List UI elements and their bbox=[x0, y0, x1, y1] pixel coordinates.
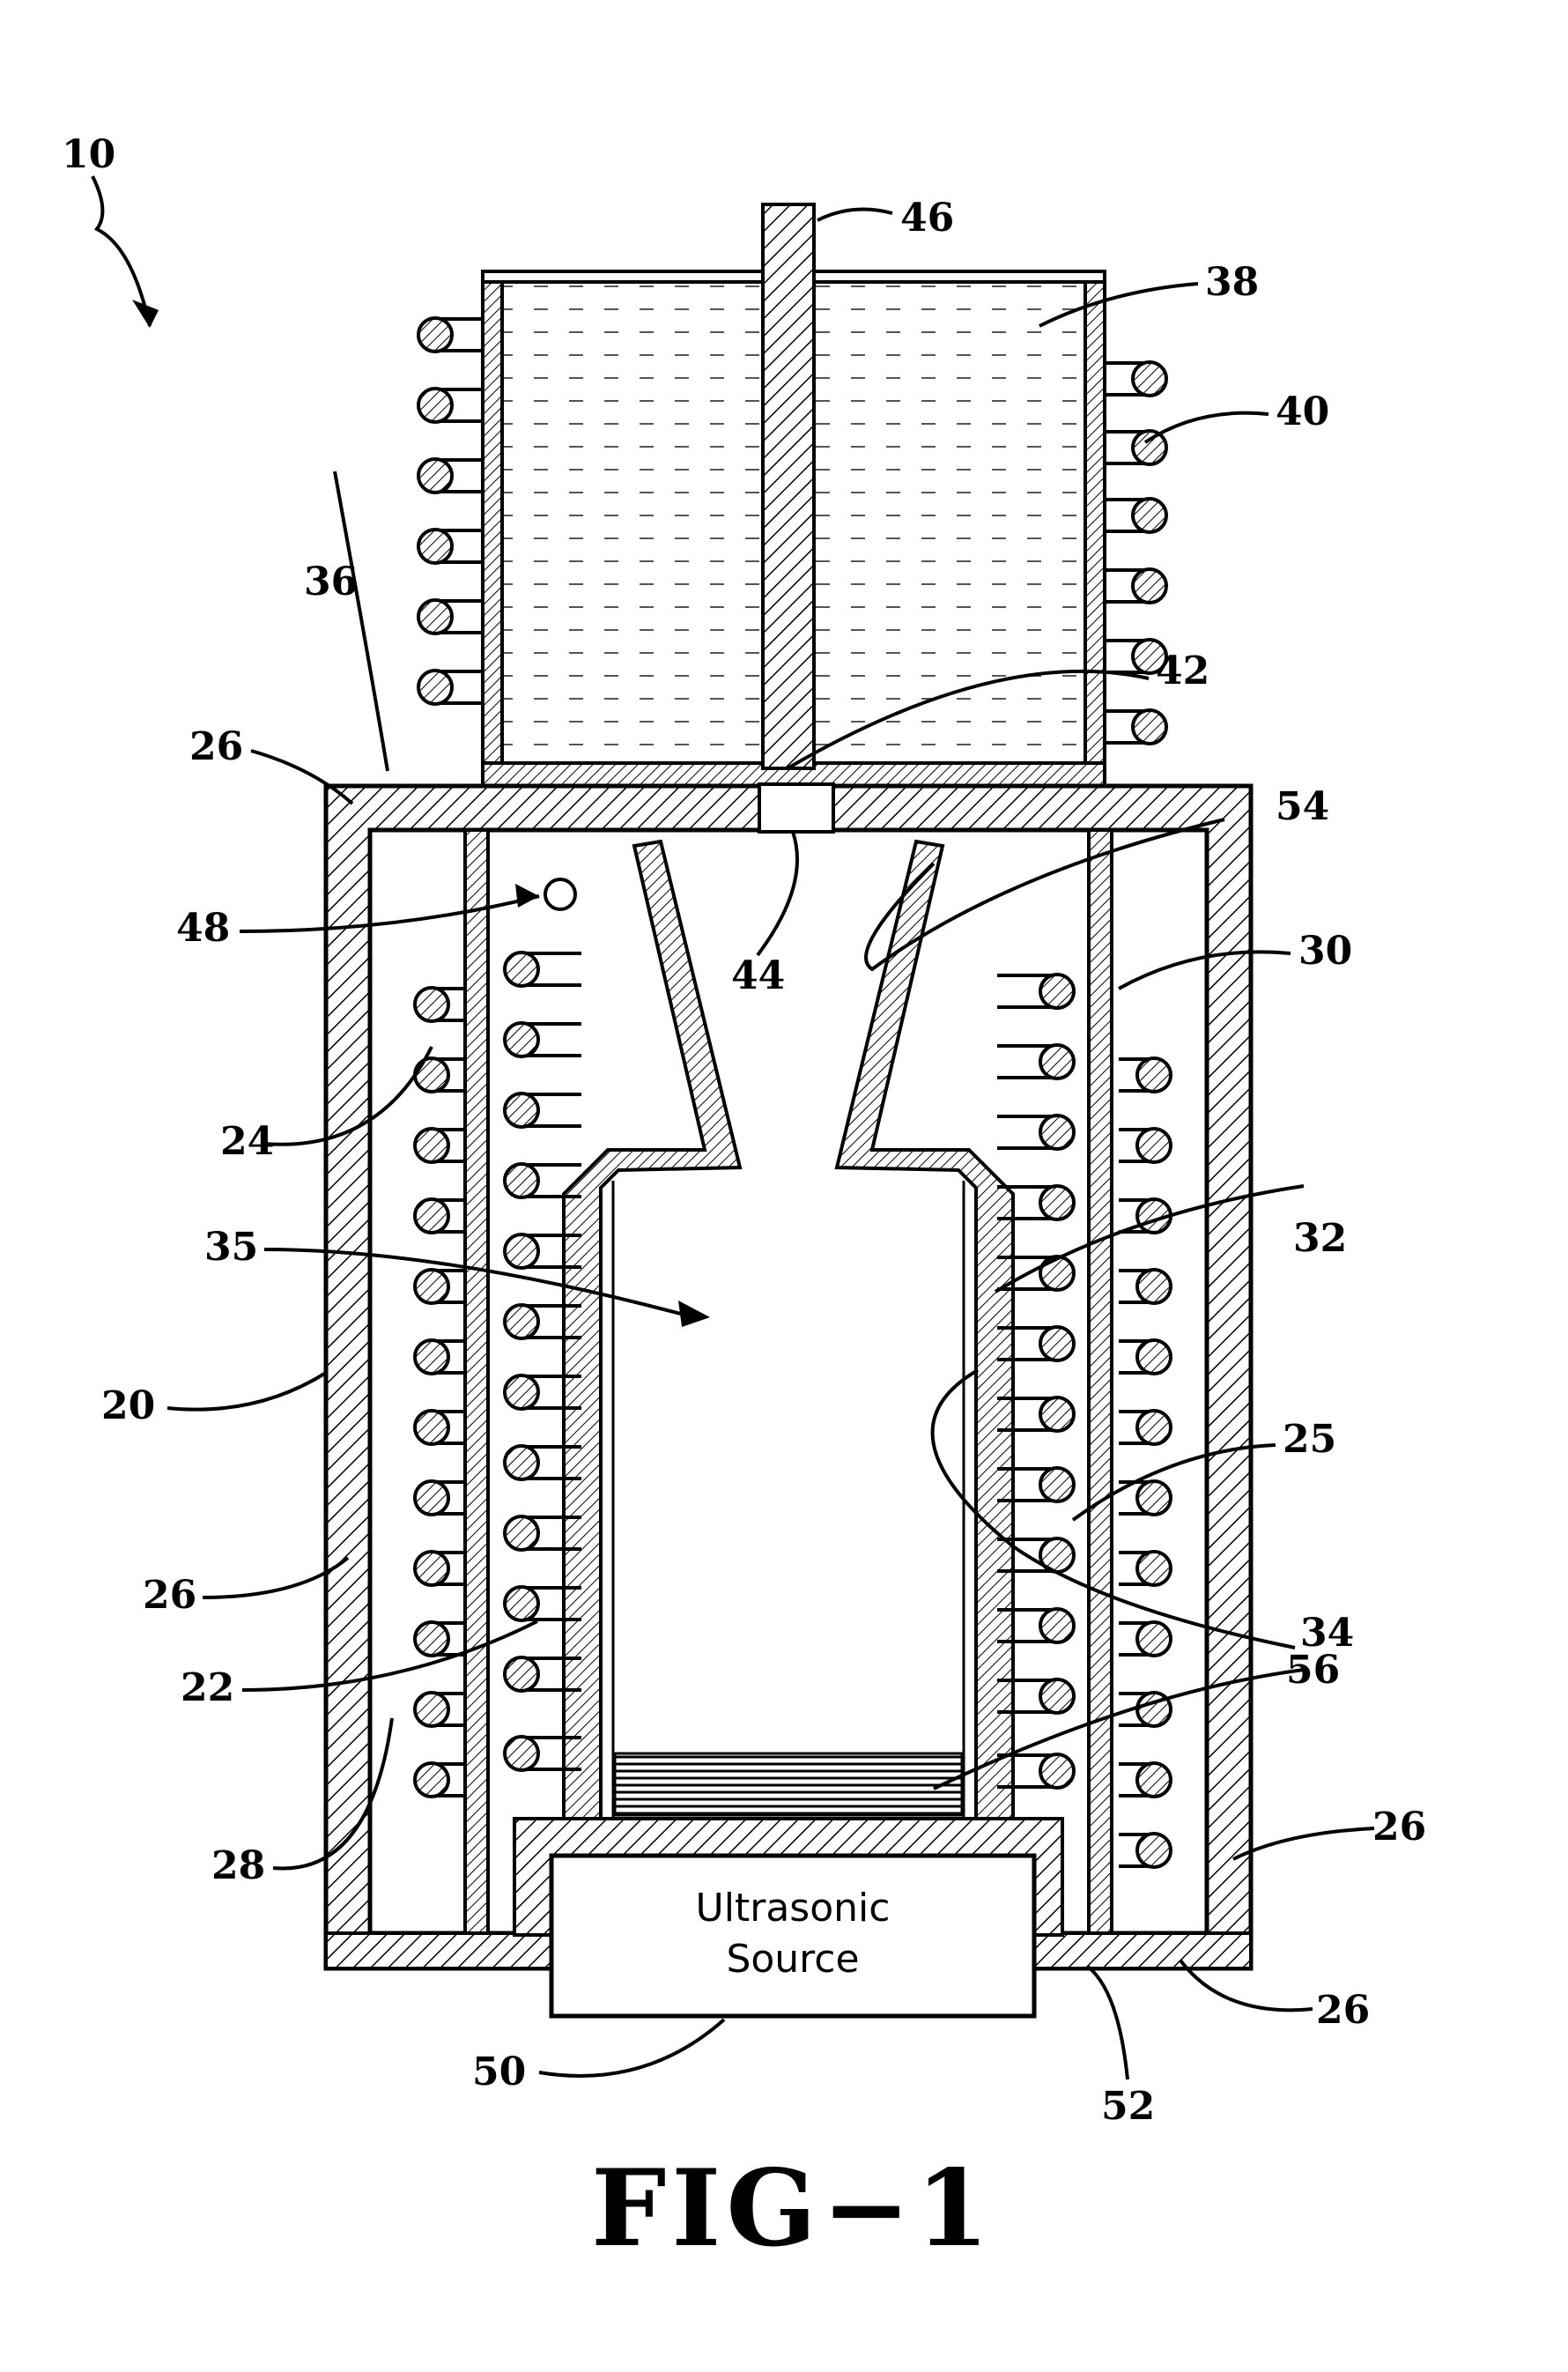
coil-turn bbox=[997, 1116, 1074, 1149]
coil-turn bbox=[415, 1552, 467, 1585]
label-56: 56 bbox=[1286, 1648, 1340, 1693]
upper-crucible-left-wall bbox=[483, 275, 502, 786]
label-48: 48 bbox=[176, 906, 230, 951]
label-46: 46 bbox=[900, 196, 954, 241]
coil-turn bbox=[418, 671, 481, 704]
outer-heating-coil-right bbox=[1119, 1058, 1171, 1867]
label-10: 10 bbox=[62, 132, 115, 177]
leader-44 bbox=[758, 832, 797, 955]
coil-turn bbox=[415, 988, 467, 1021]
label-26-left: 26 bbox=[143, 1573, 196, 1618]
coil-turn bbox=[418, 459, 481, 493]
coil-turn bbox=[1104, 569, 1166, 603]
mold-right-wall bbox=[837, 841, 1013, 1828]
coil-turn bbox=[505, 1023, 581, 1056]
leader-36 bbox=[335, 471, 388, 771]
label-50: 50 bbox=[472, 2050, 526, 2094]
coil-turn bbox=[415, 1763, 467, 1797]
upper-crucible-right-wall bbox=[1085, 275, 1105, 786]
coil-turn bbox=[1119, 1340, 1171, 1374]
orifice bbox=[759, 784, 833, 832]
coil-turn bbox=[415, 1129, 467, 1162]
label-22: 22 bbox=[181, 1665, 234, 1710]
label-38: 38 bbox=[1205, 260, 1259, 305]
mold bbox=[514, 841, 1062, 1935]
leader-20 bbox=[167, 1373, 326, 1410]
coil-turn bbox=[415, 1199, 467, 1233]
coil-turn bbox=[1104, 499, 1166, 532]
label-28: 28 bbox=[211, 1843, 265, 1888]
coil-turn bbox=[418, 389, 481, 422]
mold-left-wall bbox=[564, 841, 740, 1828]
label-26-top: 26 bbox=[189, 724, 243, 769]
coil-turn bbox=[415, 1693, 467, 1726]
ultrasonic-source-box bbox=[551, 1856, 1034, 2016]
label-44: 44 bbox=[731, 953, 785, 998]
label-25: 25 bbox=[1283, 1417, 1336, 1462]
ultrasonic-source-line-2: Source bbox=[726, 1937, 859, 1982]
label-52: 52 bbox=[1101, 2084, 1155, 2129]
coil-turn bbox=[1104, 710, 1166, 744]
leader-50 bbox=[539, 2020, 724, 2076]
solidified-layers bbox=[615, 1753, 962, 1815]
coil-turn bbox=[1119, 1270, 1171, 1303]
leader-52 bbox=[1088, 1967, 1128, 2079]
label-36: 36 bbox=[304, 560, 358, 604]
coil-turn bbox=[1119, 1129, 1171, 1162]
label-32: 32 bbox=[1293, 1216, 1347, 1261]
left-liner-tube bbox=[465, 830, 488, 1933]
label-42: 42 bbox=[1156, 649, 1209, 693]
coil-turn bbox=[418, 318, 481, 352]
figure-caption: FIG−1 bbox=[591, 2146, 995, 2271]
coil-turn bbox=[1119, 1622, 1171, 1656]
label-20: 20 bbox=[101, 1383, 155, 1428]
outer-heating-coil-left bbox=[415, 988, 467, 1797]
coil-turn bbox=[505, 953, 581, 986]
coil-turn bbox=[1119, 1411, 1171, 1444]
coil-turn bbox=[1119, 1763, 1171, 1797]
leader-46 bbox=[817, 210, 892, 221]
leader-48 bbox=[240, 896, 539, 931]
coil-turn bbox=[1119, 1834, 1171, 1867]
label-26-right: 26 bbox=[1372, 1805, 1426, 1849]
coil-turn bbox=[997, 975, 1074, 1008]
coil-turn bbox=[997, 1045, 1074, 1079]
coil-turn bbox=[1119, 1552, 1171, 1585]
coil-turn bbox=[1119, 1058, 1171, 1092]
arrow-48 bbox=[515, 884, 539, 908]
stopper-rod bbox=[763, 204, 814, 768]
coil-turn bbox=[1104, 362, 1166, 396]
right-liner-tube bbox=[1089, 830, 1112, 1933]
coil-turn bbox=[415, 1622, 467, 1656]
label-24: 24 bbox=[220, 1119, 274, 1164]
coil-turn bbox=[415, 1481, 467, 1515]
coil-turn bbox=[415, 1340, 467, 1374]
leader-22 bbox=[242, 1621, 537, 1690]
gas-port bbox=[545, 879, 575, 909]
coil-turn bbox=[418, 600, 481, 634]
label-35: 35 bbox=[204, 1225, 258, 1270]
arrow-35 bbox=[678, 1301, 710, 1327]
leader-26-right bbox=[1233, 1828, 1374, 1859]
coil-turn bbox=[505, 1093, 581, 1127]
label-54: 54 bbox=[1276, 784, 1329, 829]
ultrasonic-source: Ultrasonic Source bbox=[551, 1856, 1034, 2016]
ultrasonic-source-line-1: Ultrasonic bbox=[696, 1886, 891, 1931]
label-30: 30 bbox=[1298, 929, 1352, 974]
label-40: 40 bbox=[1276, 389, 1329, 434]
coil-turn bbox=[418, 530, 481, 563]
coil-turn bbox=[415, 1411, 467, 1444]
coil-turn bbox=[415, 1270, 467, 1303]
label-26-bottom: 26 bbox=[1316, 1988, 1370, 2033]
